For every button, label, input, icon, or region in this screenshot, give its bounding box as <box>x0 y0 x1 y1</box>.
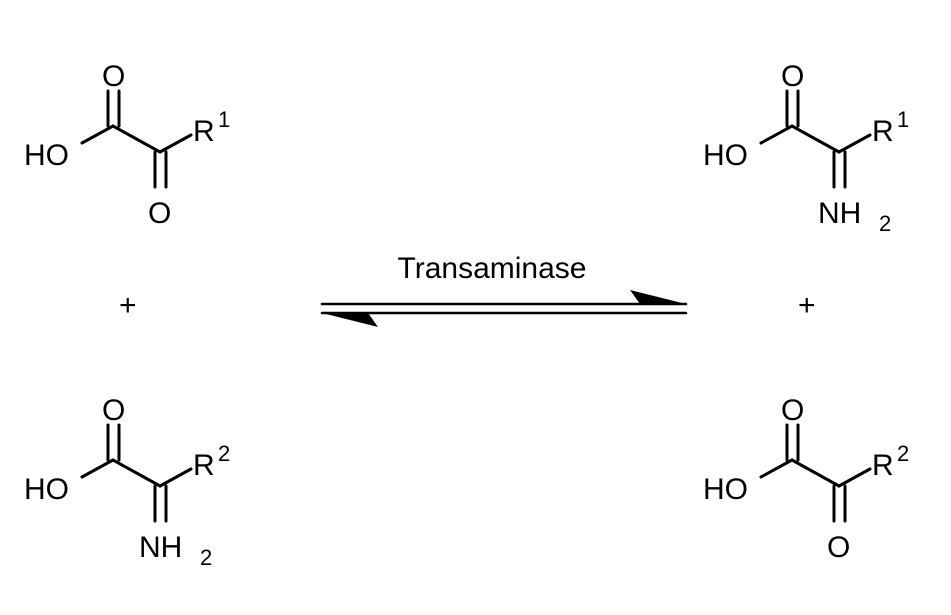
substituent-label: R <box>193 115 215 148</box>
carbonyl-oxygen-label: O <box>781 60 804 93</box>
forward-arrow <box>320 290 688 306</box>
substituent-index: 1 <box>897 107 909 132</box>
hydroxyl-label: HO <box>24 473 69 506</box>
hydroxyl-label: HO <box>703 139 748 172</box>
substituent-index: 2 <box>897 441 909 466</box>
bond-c1-c2 <box>790 458 841 488</box>
bond-hydroxyl <box>80 458 115 479</box>
keto-oxygen-label: O <box>148 197 171 230</box>
bond-hydroxyl <box>759 458 794 479</box>
amine-subscript: 2 <box>200 545 212 570</box>
carbonyl-oxygen-label: O <box>781 394 804 427</box>
keto-oxygen-label: O <box>827 531 850 564</box>
reactant-1-keto-acid: HO O O R 1 <box>24 60 230 230</box>
equilibrium-arrows: Transaminase <box>320 252 688 327</box>
bond-c2-r <box>837 467 872 488</box>
plus-sign-right: + <box>798 289 816 322</box>
plus-sign-left: + <box>119 289 137 322</box>
bond-c2-r <box>158 133 193 154</box>
substituent-index: 2 <box>218 441 230 466</box>
reactant-1-bonds <box>80 89 193 189</box>
bond-c2-r <box>158 467 193 488</box>
product-1-bonds <box>759 89 872 189</box>
reactant-2-bonds <box>80 423 193 523</box>
carbonyl-oxygen-label: O <box>102 60 125 93</box>
amine-label: NH <box>139 531 182 564</box>
bond-hydroxyl <box>80 124 115 145</box>
reverse-arrow-head <box>322 313 378 327</box>
amine-label: NH <box>818 197 861 230</box>
hydroxyl-label: HO <box>24 139 69 172</box>
hydroxyl-label: HO <box>703 473 748 506</box>
substituent-label: R <box>872 115 894 148</box>
bond-c1-c2 <box>111 458 162 488</box>
bond-c2-r <box>837 133 872 154</box>
bond-c1-c2 <box>790 124 841 154</box>
amine-subscript: 2 <box>879 211 891 236</box>
reverse-arrow <box>320 311 688 327</box>
substituent-label: R <box>872 449 894 482</box>
product-2-bonds <box>759 423 872 523</box>
bond-c1-c2 <box>111 124 162 154</box>
product-2-keto-acid: HO O O R 2 <box>703 394 909 564</box>
substituent-index: 1 <box>218 107 230 132</box>
bond-hydroxyl <box>759 124 794 145</box>
product-1-imino-acid: HO O NH 2 R 1 <box>703 60 909 236</box>
substituent-label: R <box>193 449 215 482</box>
catalyst-label: Transaminase <box>398 252 587 285</box>
reactant-2-imino-acid: HO O NH 2 R 2 <box>24 394 230 570</box>
carbonyl-oxygen-label: O <box>102 394 125 427</box>
forward-arrow-head <box>630 290 686 304</box>
